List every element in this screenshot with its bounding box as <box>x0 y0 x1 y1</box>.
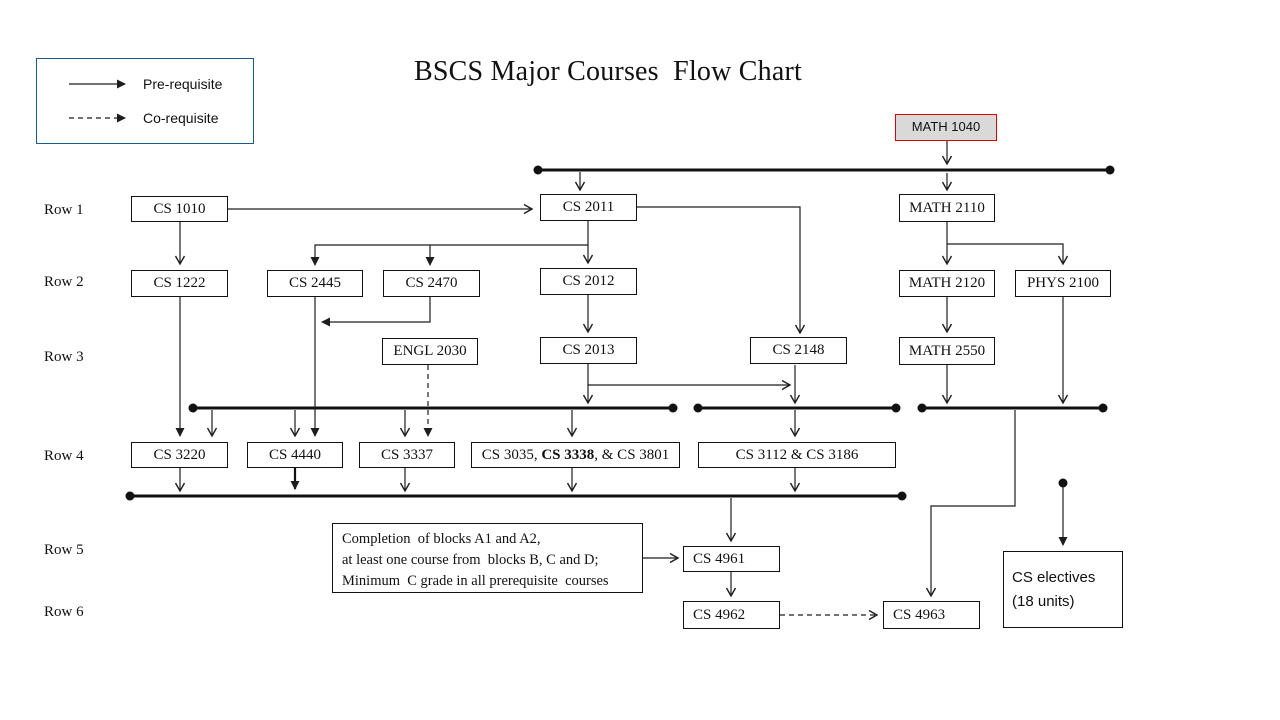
course-box-cs-4963: CS 4963 <box>883 601 980 629</box>
cs3338-text-bold: CS 3338 <box>541 446 595 463</box>
legend-box: Pre-requisite Co-requisite <box>36 58 254 144</box>
course-box-cs-3337: CS 3337 <box>359 442 455 468</box>
completion-note-box: Completion of blocks A1 and A2, at least… <box>332 523 643 593</box>
course-box-cs-2011: CS 2011 <box>540 194 637 221</box>
course-box-math-1040: MATH 1040 <box>895 114 997 141</box>
course-box-cs-4961: CS 4961 <box>683 546 780 572</box>
row-label-3: Row 3 <box>44 349 84 365</box>
course-box-cs-4440: CS 4440 <box>247 442 343 468</box>
electives-line-2: (18 units) <box>1012 592 1075 610</box>
row-label-5: Row 5 <box>44 542 84 558</box>
bus-row3-right-dot-b <box>1098 403 1108 413</box>
bus-row4-right-dot <box>897 491 907 501</box>
course-box-cs-2445: CS 2445 <box>267 270 363 297</box>
edge-cs2011-cs2148 <box>637 206 806 335</box>
course-box-math-2110: MATH 2110 <box>899 194 995 222</box>
course-box-cs-3220: CS 3220 <box>131 442 228 468</box>
legend-row-prerequisite: Pre-requisite <box>67 76 253 92</box>
cs3035-text-post: , & CS 3801 <box>594 446 670 463</box>
legend-label-prerequisite: Pre-requisite <box>143 76 223 93</box>
bus-row4-left-dot <box>125 491 135 501</box>
course-box-math-2550: MATH 2550 <box>899 337 995 365</box>
course-box-math-2120: MATH 2120 <box>899 270 995 297</box>
electives-line-1: CS electives <box>1012 569 1096 587</box>
edge-cs2011-cs2445 <box>310 244 588 266</box>
course-box-cs-3112-3186: CS 3112 & CS 3186 <box>698 442 896 468</box>
course-box-engl-2030: ENGL 2030 <box>382 338 478 365</box>
page-title: BSCS Major Courses Flow Chart <box>414 56 802 87</box>
row-label-1: Row 1 <box>44 202 84 218</box>
course-box-cs-2470: CS 2470 <box>383 270 480 297</box>
legend-label-corequisite: Co-requisite <box>143 109 219 126</box>
edge-cs2470-cs2445 <box>321 297 431 327</box>
row-label-2: Row 2 <box>44 274 84 290</box>
cs3035-text-pre: CS 3035, <box>481 446 542 463</box>
bus-top-right-dot <box>1105 165 1115 175</box>
course-box-cs-1222: CS 1222 <box>131 270 228 297</box>
course-box-cs-3035-3338-3801: CS 3035, CS 3338, & CS 3801 <box>471 442 680 468</box>
electives-start-dot <box>1058 478 1068 488</box>
dashed-arrow-icon <box>69 113 126 123</box>
bus-row3-left-dot-b <box>668 403 678 413</box>
course-box-cs-1010: CS 1010 <box>131 196 228 222</box>
bus-row3-middle-dot-a <box>693 403 703 413</box>
course-box-phys-2100: PHYS 2100 <box>1015 270 1111 297</box>
legend-row-corequisite: Co-requisite <box>67 110 253 126</box>
bus-row3-right-dot-a <box>917 403 927 413</box>
bus-row3-left-dot-a <box>188 403 198 413</box>
edge-math2110-phys2100 <box>947 243 1069 266</box>
course-box-cs-electives: CS electives (18 units) <box>1003 551 1123 628</box>
bus-row3-middle-dot-b <box>891 403 901 413</box>
completion-line-2: at least one course from blocks B, C and… <box>342 552 599 569</box>
completion-line-1: Completion of blocks A1 and A2, <box>342 531 541 547</box>
solid-arrow-icon <box>69 79 126 89</box>
row-label-4: Row 4 <box>44 448 84 464</box>
course-box-cs-2148: CS 2148 <box>750 337 847 364</box>
course-box-cs-2012: CS 2012 <box>540 268 637 295</box>
row-label-6: Row 6 <box>44 604 84 620</box>
course-box-cs-4962: CS 4962 <box>683 601 780 629</box>
completion-line-3: Minimum C grade in all prerequisite cour… <box>342 573 609 590</box>
bus-top-left-dot <box>533 165 543 175</box>
course-box-cs-2013: CS 2013 <box>540 337 637 364</box>
